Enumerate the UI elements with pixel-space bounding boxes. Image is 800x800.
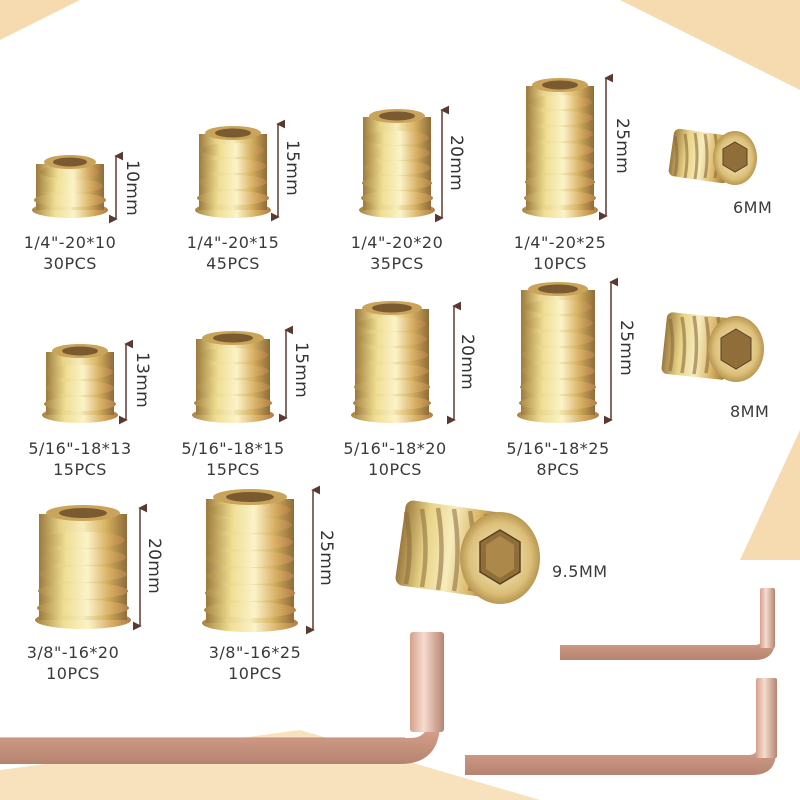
insert-spec: 5/16"-18*20	[343, 439, 447, 458]
insert-label: 3/8"-16*20 10PCS	[3, 642, 143, 684]
hex-key-medium	[465, 678, 777, 775]
insert-qty: 45PCS	[206, 254, 260, 273]
hex-key-size-label: 8MM	[730, 402, 770, 421]
insert-hex-6mm	[668, 128, 757, 185]
dimension-arrow	[598, 73, 614, 221]
dimension-arrow	[108, 151, 124, 224]
insert-spec: 1/4"-20*10	[23, 233, 117, 252]
dimension-arrow	[278, 325, 294, 423]
corner-accent-bottom-left	[0, 730, 540, 800]
insert-3-8-16x20	[35, 505, 131, 629]
insert-label: 1/4"-20*10 30PCS	[0, 232, 140, 274]
hex-key-large	[0, 632, 444, 764]
dimension-arrow	[446, 301, 462, 425]
insert-qty: 15PCS	[53, 460, 107, 479]
insert-label: 1/4"-20*25 10PCS	[490, 232, 630, 274]
dimension-arrow	[118, 339, 134, 425]
insert-qty: 10PCS	[368, 460, 422, 479]
insert-qty: 10PCS	[533, 254, 587, 273]
insert-1-4-20x25	[522, 78, 598, 218]
insert-1-4-20x10	[32, 155, 108, 218]
dimension-arrow	[132, 503, 148, 631]
corner-accent-top-left	[0, 0, 80, 40]
hex-key-size-label: 9.5MM	[552, 562, 608, 581]
insert-spec: 1/4"-20*25	[513, 233, 607, 252]
dimension-arrow	[270, 119, 286, 222]
insert-5-16-18x20	[351, 301, 433, 423]
insert-hex-8mm	[661, 312, 764, 382]
insert-qty: 8PCS	[536, 460, 580, 479]
insert-spec: 3/8"-16*20	[26, 643, 120, 662]
insert-qty: 15PCS	[206, 460, 260, 479]
insert-label: 1/4"-20*20 35PCS	[327, 232, 467, 274]
insert-3-8-16x25	[202, 489, 298, 632]
insert-spec: 5/16"-18*13	[28, 439, 132, 458]
insert-qty: 30PCS	[43, 254, 97, 273]
insert-qty: 35PCS	[370, 254, 424, 273]
insert-spec: 5/16"-18*25	[506, 439, 610, 458]
insert-1-4-20x15	[195, 126, 271, 218]
insert-spec: 3/8"-16*25	[208, 643, 302, 662]
hex-key-size-label: 6MM	[733, 198, 773, 217]
insert-spec: 1/4"-20*15	[186, 233, 280, 252]
insert-spec: 5/16"-18*15	[181, 439, 285, 458]
insert-label: 1/4"-20*15 45PCS	[163, 232, 303, 274]
insert-1-4-20x20	[359, 109, 435, 218]
insert-5-16-18x25	[517, 282, 599, 423]
dimension-arrow	[305, 485, 321, 635]
insert-label: 5/16"-18*25 8PCS	[488, 438, 628, 480]
insert-5-16-18x15	[192, 331, 274, 423]
hex-key-small	[560, 588, 775, 660]
corner-accent-right	[740, 430, 800, 560]
insert-qty: 10PCS	[228, 664, 282, 683]
insert-spec: 1/4"-20*20	[350, 233, 444, 252]
insert-hex-9-5mm	[395, 500, 540, 604]
insert-label: 3/8"-16*25 10PCS	[185, 642, 325, 684]
dimension-arrow	[434, 105, 450, 223]
insert-label: 5/16"-18*13 15PCS	[10, 438, 150, 480]
insert-qty: 10PCS	[46, 664, 100, 683]
insert-label: 5/16"-18*20 10PCS	[325, 438, 465, 480]
insert-label: 5/16"-18*15 15PCS	[163, 438, 303, 480]
dimension-arrow	[603, 277, 619, 425]
insert-5-16-18x13	[42, 344, 118, 423]
corner-accent-top-right	[620, 0, 800, 90]
